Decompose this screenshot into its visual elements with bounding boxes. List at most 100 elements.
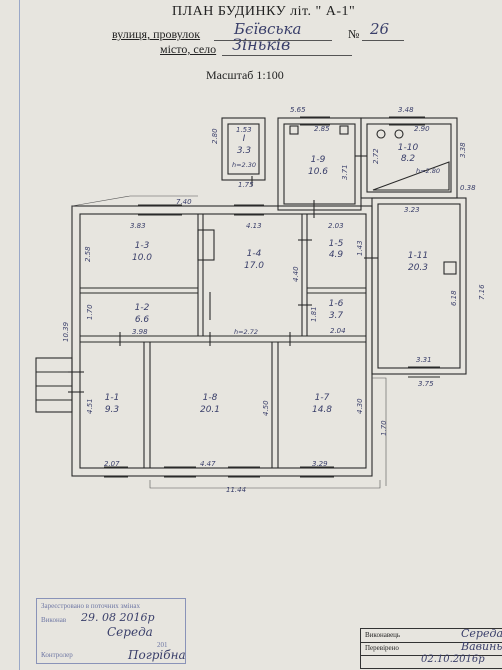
dim: 7.40 <box>176 198 192 206</box>
room-1-7-id: 1-7 <box>315 393 330 403</box>
room-1-2-id: 1-2 <box>135 303 150 313</box>
room-1-4-area: 17.0 <box>244 261 264 271</box>
height-room-1-10: h=2.80 <box>416 167 440 175</box>
stamp-date: 29. 08 2016р <box>81 611 155 624</box>
dim-line-740 <box>71 195 198 207</box>
dim: 10.39 <box>62 321 70 342</box>
dim: 1.75 <box>238 181 254 189</box>
town-label: місто, село <box>160 42 217 56</box>
room-1-4-id: 1-4 <box>247 249 262 259</box>
dim: 11.44 <box>226 486 246 494</box>
room-labels: I 3.3 1-9 10.6 1-10 8.2 1-3 10.0 1-4 17.… <box>105 134 429 415</box>
dim-line-1144 <box>149 480 381 489</box>
dim: 2.03 <box>328 222 344 230</box>
signbox-done-name: Середа <box>461 627 502 640</box>
room-1-11-outline <box>371 197 467 375</box>
stamp-name: Середа <box>107 625 153 639</box>
boiler <box>443 261 457 275</box>
sink-2 <box>339 125 349 135</box>
stamp-year-mark: 201 <box>157 641 168 649</box>
signbox-row-date: 02.10.2016р <box>361 654 502 669</box>
room-1-2-area: 6.6 <box>135 315 150 325</box>
dim: 4.50 <box>262 400 270 416</box>
dim: 3.71 <box>341 164 349 180</box>
street-label: вулиця, провулок <box>112 27 201 41</box>
registration-stamp: Зареєстровано в поточних змінах Виконав … <box>36 598 186 664</box>
dim: 0.38 <box>460 184 476 192</box>
number-underline <box>362 40 404 41</box>
toilet-1 <box>376 129 386 139</box>
bathtub <box>372 161 450 191</box>
dim: 2.90 <box>414 125 430 133</box>
dim-line-170 <box>372 377 387 486</box>
stamp-line1: Зареєстровано в поточних змінах <box>41 602 140 610</box>
dim: 4.13 <box>246 222 262 230</box>
room-1-10-area: 8.2 <box>401 154 416 164</box>
stove <box>197 229 215 261</box>
dim: 1.70 <box>380 420 388 436</box>
room-1-6-id: 1-6 <box>329 299 344 309</box>
dim: 2.07 <box>104 460 120 468</box>
sink-1 <box>289 125 299 135</box>
stamp-date-label: Виконав <box>41 616 67 624</box>
room-1-11-area: 20.3 <box>408 263 428 273</box>
dimension-labels: 5.65 3.48 1.53 2.85 2.90 2.80 1.75 3.71 … <box>62 106 486 494</box>
street-value: Бєївська <box>234 20 302 38</box>
dim: 3.23 <box>404 206 420 214</box>
dim: 3.75 <box>418 380 434 388</box>
dim: 2.85 <box>314 125 330 133</box>
signature-box: Виконавець Середа Перевірено Вавинь 02.1… <box>360 627 502 669</box>
height-room-I: h=2.30 <box>232 161 256 169</box>
scale-label: Масштаб 1:100 <box>206 68 284 82</box>
room-1-11-id: 1-11 <box>408 251 428 261</box>
dim: 2.58 <box>84 246 92 262</box>
room-1-5-area: 4.9 <box>329 250 344 260</box>
dim: 2.80 <box>211 128 219 144</box>
height-main: h=2.72 <box>234 328 258 336</box>
walls <box>35 116 467 489</box>
room-1-1-id: 1-1 <box>105 393 120 403</box>
dim: 5.65 <box>290 106 306 114</box>
dim: 4.40 <box>292 266 300 282</box>
dim: 2.04 <box>330 327 346 335</box>
dim: 3.83 <box>130 222 146 230</box>
dim: 3.48 <box>398 106 414 114</box>
room-1-8-id: 1-8 <box>203 393 218 403</box>
room-1-3-area: 10.0 <box>132 253 152 263</box>
signbox-checked-name: Вавинь <box>461 640 502 653</box>
dim: 1.53 <box>236 126 252 134</box>
dim: 7.16 <box>478 284 486 300</box>
dim: 6.18 <box>450 290 458 306</box>
signbox-row-checked: Перевірено Вавинь <box>361 640 502 656</box>
dim: 4.47 <box>200 460 216 468</box>
dim: 1.70 <box>86 304 94 320</box>
plan-title: ПЛАН БУДИНКУ літ. " А-1" <box>172 4 356 19</box>
dim: 1.81 <box>310 306 318 322</box>
room-1-7-area: 14.8 <box>312 405 332 415</box>
signbox-done-label: Виконавець <box>365 631 401 639</box>
room-1-10-id: 1-10 <box>398 143 419 153</box>
signbox-date: 02.10.2016р <box>421 654 485 665</box>
dim: 3.98 <box>132 328 148 336</box>
room-I-outline <box>221 117 266 181</box>
room-1-8-area: 20.1 <box>200 405 220 415</box>
main-body-outline <box>71 205 373 477</box>
dim: 3.38 <box>459 142 467 158</box>
height-labels: h=2.30 h=2.80 h=2.72 <box>232 161 440 336</box>
dim: 4.51 <box>86 398 94 414</box>
room-1-6-area: 3.7 <box>329 311 344 321</box>
dim: 3.31 <box>416 356 432 364</box>
room-I-id: I <box>243 134 246 144</box>
room-1-9-area: 10.6 <box>308 167 328 177</box>
dim: 2.72 <box>372 148 380 164</box>
dim: 1.43 <box>356 240 364 256</box>
dim: 4.30 <box>356 398 364 414</box>
margin-line <box>19 0 20 670</box>
room-1-3-id: 1-3 <box>135 241 150 251</box>
room-1-1-area: 9.3 <box>105 405 120 415</box>
checker-signature: Погрібна <box>128 648 186 662</box>
entry-porch <box>35 357 73 413</box>
signbox-checked-label: Перевірено <box>365 644 399 652</box>
toilet-2 <box>394 129 404 139</box>
